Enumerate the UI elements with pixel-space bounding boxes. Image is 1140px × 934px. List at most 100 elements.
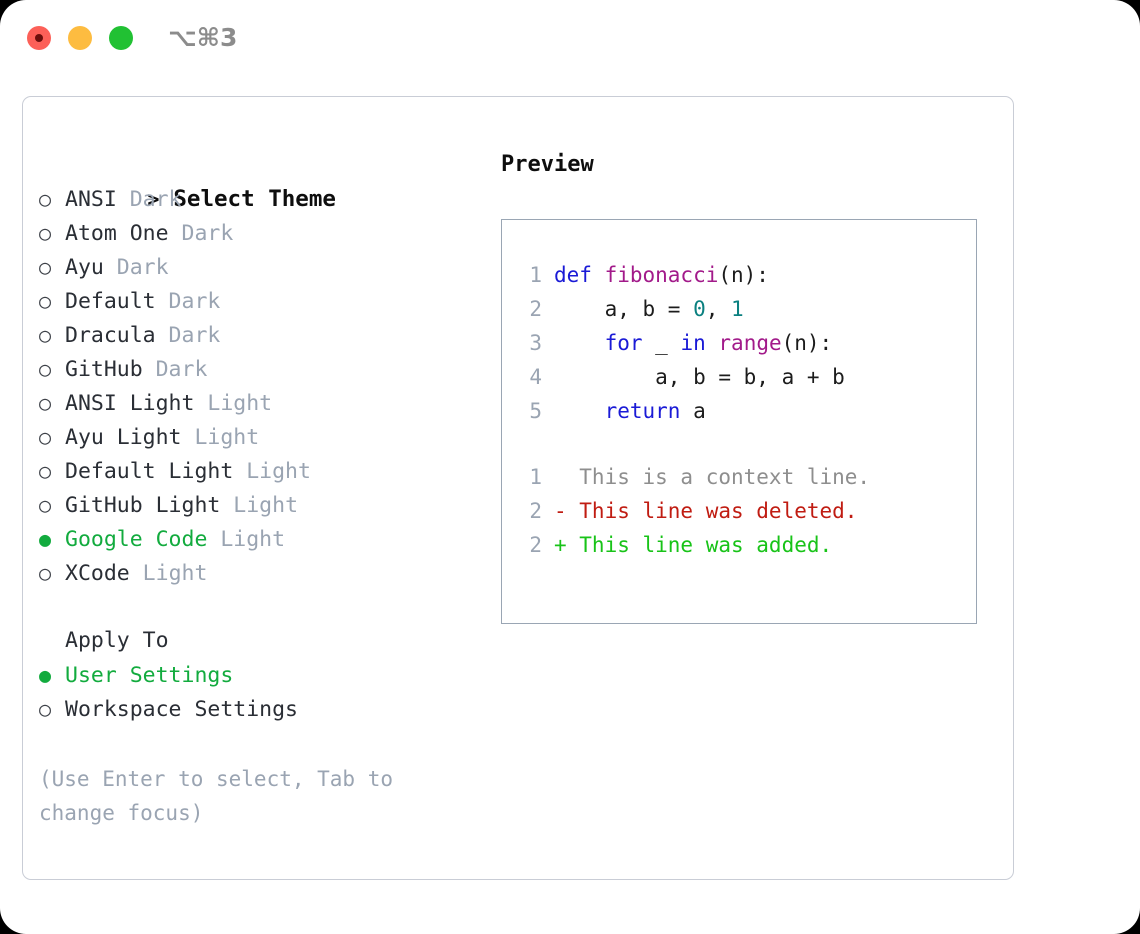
- radio-selected-icon: ●: [39, 527, 52, 551]
- theme-option-label: Atom One: [65, 221, 169, 246]
- theme-list: ○ANSI Dark○Atom One Dark○Ayu Dark○Defaul…: [39, 182, 489, 590]
- apply-to-option-label: User Settings: [65, 663, 234, 688]
- code-token: [706, 331, 719, 355]
- code-token: range: [718, 331, 782, 355]
- line-number: 2: [529, 533, 542, 557]
- diff-line-add: 2 + This line was added.: [502, 528, 976, 562]
- code-token: [554, 331, 605, 355]
- theme-option-label: Ayu Light: [65, 425, 182, 450]
- theme-option-ayu[interactable]: ○ Ayu Dark: [39, 250, 489, 284]
- theme-option-label: Dracula: [65, 323, 156, 348]
- theme-picker-header: >Select Theme: [39, 148, 489, 212]
- theme-variant-badge: Dark: [103, 255, 169, 280]
- close-button-icon[interactable]: [27, 26, 51, 50]
- theme-option-label: Default Light: [65, 459, 234, 484]
- radio-unselected-icon: ○: [39, 187, 52, 211]
- apply-to-list: ● User Settings ○ Workspace Settings: [39, 658, 489, 726]
- diff-line-ctx: 1 This is a context line.: [502, 460, 976, 494]
- theme-variant-badge: Light: [181, 425, 260, 450]
- code-line: 1 def fibonacci(n):: [502, 258, 976, 292]
- code-token: fibonacci: [604, 263, 719, 287]
- theme-variant-badge: Light: [207, 527, 286, 552]
- line-number: 2: [529, 499, 542, 523]
- radio-unselected-icon: ○: [39, 697, 52, 721]
- theme-option-atom-one[interactable]: ○ Atom One Dark: [39, 216, 489, 250]
- theme-option-github-light[interactable]: ○ GitHub Light Light: [39, 488, 489, 522]
- prompt-caret-icon: >: [147, 187, 160, 211]
- code-line: 5 return a: [502, 394, 976, 428]
- apply-to-option-label: Workspace Settings: [65, 697, 298, 722]
- line-number: 4: [529, 365, 542, 389]
- theme-option-label: Ayu: [65, 255, 104, 280]
- radio-unselected-icon: ○: [39, 289, 52, 313]
- code-token: return: [604, 399, 681, 423]
- code-line: 4 a, b = b, a + b: [502, 360, 976, 394]
- maximize-button-icon[interactable]: [109, 26, 133, 50]
- code-token: ,: [705, 297, 732, 321]
- theme-option-dracula[interactable]: ○Dracula Dark: [39, 318, 489, 352]
- apply-to-option-workspace-settings[interactable]: ○ Workspace Settings: [39, 692, 489, 726]
- content-panel: >Select Theme ○ANSI Dark○Atom One Dark○A…: [22, 96, 1014, 880]
- theme-option-ansi[interactable]: ○ANSI Dark: [39, 182, 489, 216]
- line-number: 1: [529, 465, 542, 489]
- theme-option-xcode[interactable]: ○XCode Light: [39, 556, 489, 590]
- theme-option-default-light[interactable]: ○ Default Light Light: [39, 454, 489, 488]
- radio-unselected-icon: ○: [39, 391, 52, 415]
- theme-variant-badge: Light: [220, 493, 299, 518]
- theme-option-label: GitHub Light: [65, 493, 221, 518]
- theme-picker-column: >Select Theme ○ANSI Dark○Atom One Dark○A…: [39, 148, 489, 830]
- diff-text: + This line was added.: [554, 533, 833, 557]
- code-line: 3 for _ in range(n):: [502, 326, 976, 360]
- radio-unselected-icon: ○: [39, 255, 52, 279]
- radio-unselected-icon: ○: [39, 221, 52, 245]
- code-token: (n):: [718, 263, 769, 287]
- code-line: 2 a, b = 0, 1: [502, 292, 976, 326]
- code-token: a, b =: [554, 297, 694, 321]
- radio-unselected-icon: ○: [39, 459, 52, 483]
- line-number: 1: [529, 263, 542, 287]
- theme-variant-badge: Dark: [116, 187, 182, 212]
- theme-variant-badge: Light: [233, 459, 311, 484]
- theme-option-ansi-light[interactable]: ○ANSI Light Light: [39, 386, 489, 420]
- theme-option-google-code[interactable]: ● Google Code Light: [39, 522, 489, 556]
- radio-unselected-icon: ○: [39, 357, 52, 381]
- theme-option-label: Default: [65, 289, 156, 314]
- keyboard-shortcut-label: ⌥⌘3: [168, 23, 238, 52]
- line-number: 2: [529, 297, 542, 321]
- diff-line-del: 2 - This line was deleted.: [502, 494, 976, 528]
- code-token: 1: [731, 297, 744, 321]
- radio-unselected-icon: ○: [39, 493, 52, 517]
- keyboard-hint-text: (Use Enter to select, Tab to change focu…: [39, 767, 406, 825]
- line-number: 5: [529, 399, 542, 423]
- code-token: in: [680, 331, 706, 355]
- theme-option-label: XCode: [65, 561, 130, 586]
- section-spacer: [39, 590, 489, 624]
- theme-variant-badge: Dark: [155, 289, 221, 314]
- code-token: for: [604, 331, 643, 355]
- preview-gap: [502, 428, 976, 460]
- diff-text: - This line was deleted.: [554, 499, 858, 523]
- apply-to-option-user-settings[interactable]: ● User Settings: [39, 658, 489, 692]
- theme-variant-badge: Dark: [142, 357, 208, 382]
- theme-option-label: Google Code: [65, 527, 208, 552]
- diff-preview: 1 This is a context line. 2 - This line wa…: [502, 460, 976, 562]
- radio-selected-icon: ●: [39, 663, 52, 687]
- window-controls: [27, 26, 133, 50]
- code-token: [554, 399, 605, 423]
- code-token: def: [554, 263, 605, 287]
- theme-variant-badge: Dark: [168, 221, 234, 246]
- theme-option-ayu-light[interactable]: ○ Ayu Light Light: [39, 420, 489, 454]
- theme-option-default[interactable]: ○ Default Dark: [39, 284, 489, 318]
- theme-variant-badge: Dark: [155, 323, 221, 348]
- code-token: a, b = b, a + b: [554, 365, 845, 389]
- code-token: a: [680, 399, 706, 423]
- theme-option-github[interactable]: ○GitHub Dark: [39, 352, 489, 386]
- line-number: 3: [529, 331, 542, 355]
- minimize-button-icon[interactable]: [68, 26, 92, 50]
- radio-unselected-icon: ○: [39, 425, 52, 449]
- code-token: (n):: [781, 331, 833, 355]
